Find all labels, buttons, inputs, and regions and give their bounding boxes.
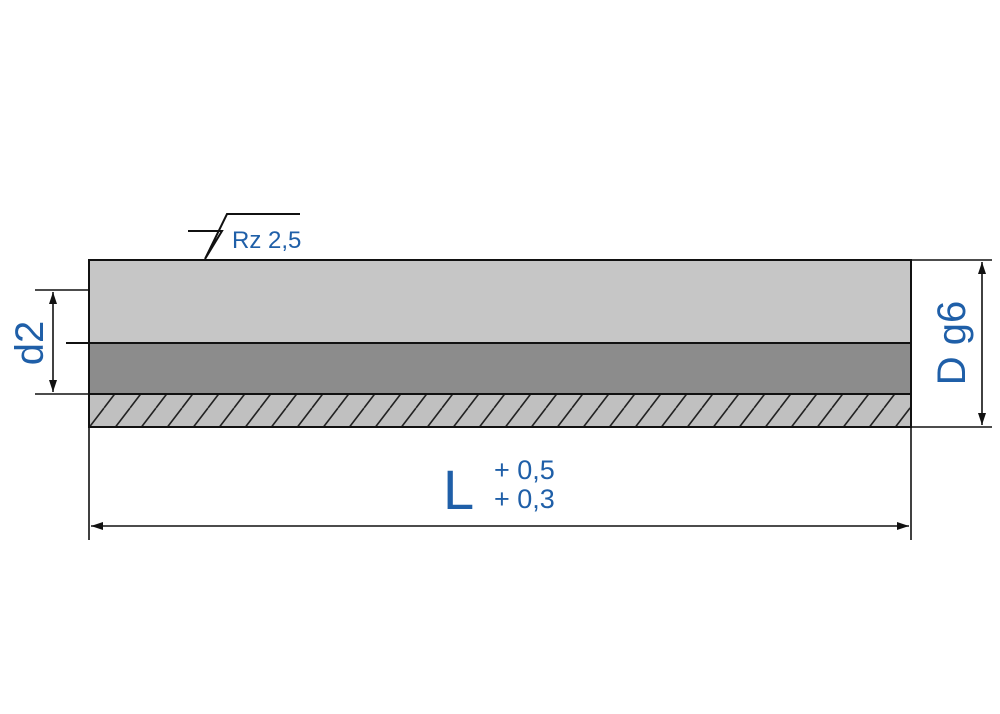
surface-finish-label: Rz 2,5 [232,227,301,254]
outer-diameter-label: D g6 [930,301,974,386]
inner-diameter-label: d2 [8,321,52,366]
surface-finish-check-icon [188,213,300,260]
middle-band-section [89,344,911,394]
surface-finish-symbol: Rz 2,5 [188,213,301,260]
hatched-cut-section [89,394,911,427]
upper-body-section [89,260,911,344]
length-label: L [443,458,474,521]
outer-diameter-dimension: D g6 [911,259,992,428]
inner-diameter-dimension: d2 [8,289,89,395]
length-lower-tolerance: + 0,3 [494,484,555,514]
bushing-body [88,259,912,428]
length-upper-tolerance: + 0,5 [494,455,555,485]
length-dimension: L + 0,5 + 0,3 [88,427,912,540]
